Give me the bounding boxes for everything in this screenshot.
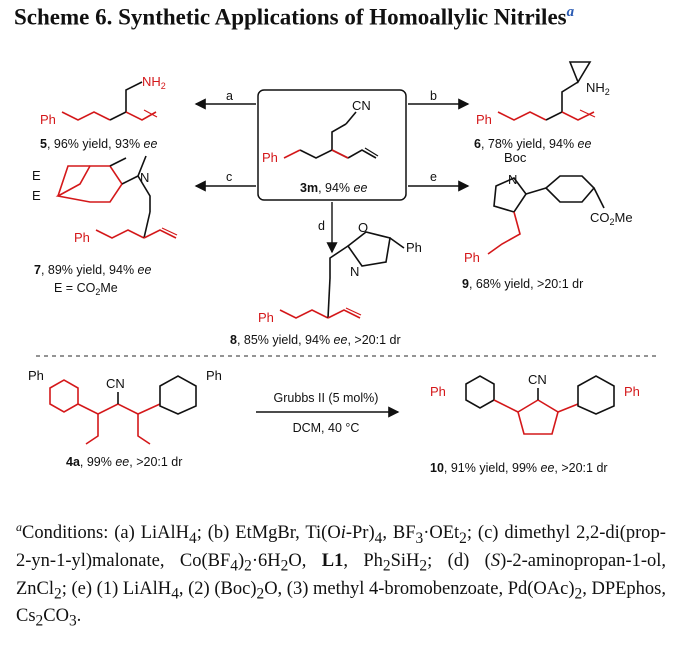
p9-n: N	[508, 172, 517, 187]
p9-caption: 9, 68% yield, >20:1 dr	[462, 277, 583, 291]
structure-9	[487, 175, 605, 255]
center-box	[257, 89, 407, 201]
p8-ph-chain: Ph	[258, 310, 274, 325]
p4a-cn: CN	[106, 376, 125, 391]
structure-8	[279, 231, 405, 319]
structure-10	[465, 375, 615, 435]
p8-n: N	[350, 264, 359, 279]
structure-7	[55, 155, 178, 239]
center-cn-label: CN	[352, 98, 371, 113]
p10-cn: CN	[528, 372, 547, 387]
scheme-title: Scheme 6. Synthetic Applications of Homo…	[14, 4, 575, 30]
p10-ph-left: Ph	[430, 384, 446, 399]
p7-n: N	[140, 170, 149, 185]
p7-note: E = CO2Me	[54, 281, 118, 297]
p9-boc: Boc	[504, 150, 527, 165]
p7-e2: E	[32, 188, 41, 203]
p10-caption: 10, 91% yield, 99% ee, >20:1 dr	[430, 461, 608, 475]
p5-ph: Ph	[40, 112, 56, 127]
p6-caption: 6, 78% yield, 94% ee	[474, 137, 591, 151]
p9-co2me: CO2Me	[590, 210, 633, 227]
conditions-footnote: aConditions: (a) LiAlH4; (b) EtMgBr, Ti(…	[16, 520, 667, 630]
scheme-drawing: CN Ph 3m, 94% ee a b c e d NH2 Ph 5, 96%…	[28, 61, 660, 475]
p6-ph: Ph	[476, 112, 492, 127]
rcm-conditions: DCM, 40 °C	[293, 421, 360, 435]
title-footnote-mark: a	[566, 4, 575, 20]
p5-caption: 5, 96% yield, 93% ee	[40, 137, 157, 151]
structure-4a	[49, 375, 197, 445]
p8-caption: 8, 85% yield, 94% ee, >20:1 dr	[230, 333, 401, 347]
p9-ph: Ph	[464, 250, 480, 265]
structure-5	[61, 81, 158, 121]
arrow-a-label: a	[226, 89, 233, 103]
p4a-ph-left: Ph	[28, 368, 44, 383]
p7-e1: E	[32, 168, 41, 183]
p5-nh2: NH2	[142, 74, 166, 91]
p10-ph-right: Ph	[624, 384, 640, 399]
arrow-b-label: b	[430, 89, 437, 103]
p4a-ph-right: Ph	[206, 368, 222, 383]
arrow-c-label: c	[226, 170, 232, 184]
rcm-catalyst: Grubbs II (5 mol%)	[274, 391, 379, 405]
p7-ph: Ph	[74, 230, 90, 245]
arrow-d-label: d	[318, 219, 325, 233]
arrow-e-label: e	[430, 170, 437, 184]
structure-3m	[283, 111, 379, 159]
p7-caption: 7, 89% yield, 94% ee	[34, 263, 151, 277]
center-caption: 3m, 94% ee	[300, 181, 367, 195]
structure-6	[497, 61, 596, 121]
p8-o: O	[358, 220, 368, 235]
p4a-caption: 4a, 99% ee, >20:1 dr	[66, 455, 182, 469]
center-ph-label: Ph	[262, 150, 278, 165]
p8-ph: Ph	[406, 240, 422, 255]
p6-nh2: NH2	[586, 80, 610, 97]
